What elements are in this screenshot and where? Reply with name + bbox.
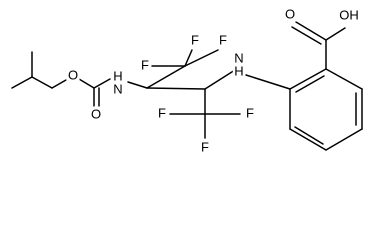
bond — [294, 126, 324, 145]
bond — [78, 78, 95, 89]
atom-label-f6: F — [246, 105, 254, 120]
bond — [295, 75, 325, 93]
bond — [93, 78, 111, 89]
atom-label-o-carboxyl: O — [285, 6, 295, 21]
atom-label-backdrop — [244, 105, 256, 121]
atom-label-backdrop — [232, 63, 246, 79]
atom-label-f2: F — [141, 57, 149, 72]
bond — [184, 49, 219, 67]
atom-label-backdrop — [337, 7, 361, 23]
bond-lines — [11, 21, 363, 151]
bond — [31, 76, 53, 89]
bond — [325, 68, 363, 90]
bond — [295, 21, 327, 41]
atom-label-backdrop — [217, 32, 229, 48]
atom-labels: OH O N H F F F F F F O O H N — [68, 6, 359, 154]
bond — [289, 68, 327, 90]
atom-label-backdrop — [283, 6, 297, 22]
atom-label-f3: F — [219, 32, 227, 47]
atom-label-backdrop — [189, 32, 201, 48]
bond — [291, 26, 322, 45]
bond — [289, 128, 327, 151]
atom-label-backdrop — [156, 105, 168, 121]
atom-label-n-carbamate: N — [113, 81, 122, 96]
bond — [325, 128, 363, 151]
atom-label-backdrop — [199, 139, 211, 155]
atom-label-backdrop — [66, 67, 80, 83]
bond — [146, 65, 186, 89]
atom-label-backdrop — [111, 68, 125, 84]
atom-label-f1: F — [191, 32, 199, 47]
atom-label-h-carbamate: H — [113, 68, 122, 83]
atom-label-o-ester: O — [68, 67, 78, 82]
atom-label-oh: OH — [339, 7, 359, 22]
atom-label-backdrop — [89, 106, 103, 122]
bond — [146, 87, 206, 90]
atom-label-backdrop — [111, 81, 125, 97]
atom-label-backdrop — [232, 50, 246, 66]
bond — [184, 49, 193, 67]
atom-label-f4: F — [158, 105, 166, 120]
atom-label-h-aryl: H — [234, 63, 243, 78]
atom-label-o-carbonyl: O — [91, 106, 101, 121]
bond — [51, 79, 67, 89]
bond — [245, 74, 291, 90]
atom-label-backdrop — [139, 57, 151, 73]
atom-label-backdrops — [66, 6, 361, 155]
bond — [127, 81, 148, 89]
bond — [325, 27, 346, 41]
atom-label-f5: F — [201, 139, 209, 154]
bond — [11, 76, 33, 89]
structural-formula: OH O N H F F F F F F O O H N — [11, 6, 363, 155]
bond — [204, 69, 236, 90]
atom-label-n-aryl: N — [234, 50, 243, 65]
